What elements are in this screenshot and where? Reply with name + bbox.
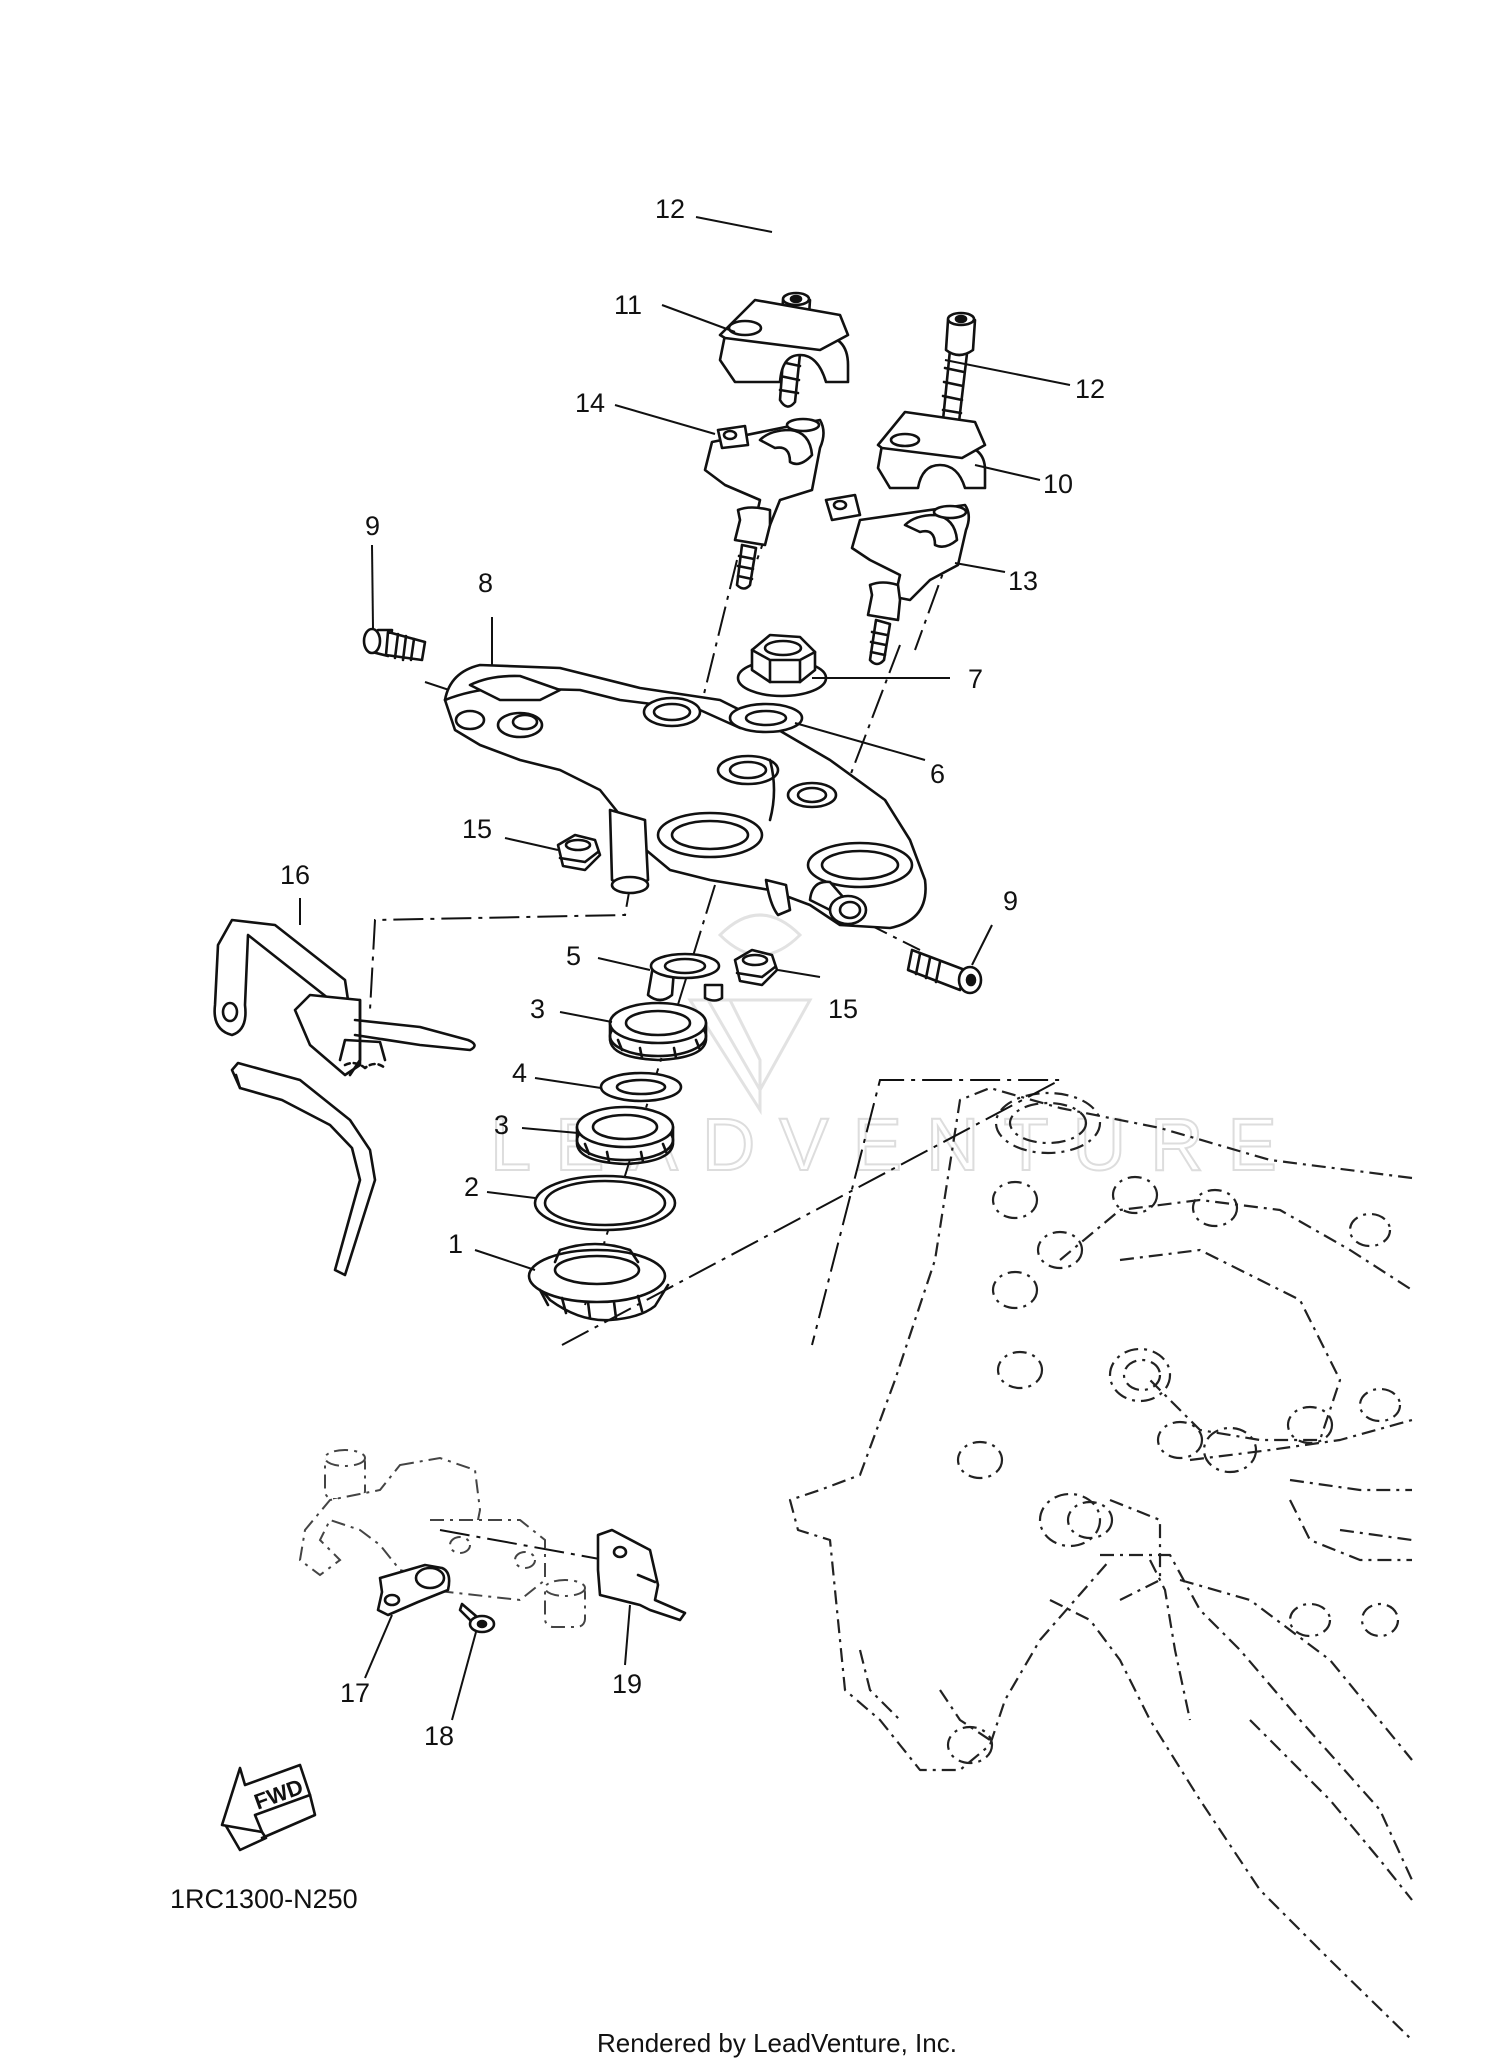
screw-18 (458, 1602, 496, 1634)
callout-bolt-9-right: 9 (1003, 886, 1018, 916)
callout-bolt-12-left: 12 (655, 194, 685, 224)
rendered-by: Rendered by LeadVenture, Inc. (597, 2028, 957, 2058)
diagram-code: 1RC1300-N250 (170, 1884, 358, 1914)
nut-7 (736, 633, 828, 698)
upper-holder-10 (876, 410, 987, 490)
lower-holder-13 (824, 493, 971, 666)
watermark-logo (687, 913, 813, 1116)
lower-holder-14 (703, 417, 825, 590)
callout-bearing-1: 1 (448, 1229, 463, 1259)
nut-15-right (733, 948, 779, 987)
callout-upper-holder-11: 11 (614, 290, 642, 320)
leader-lines (299, 216, 1071, 1721)
bolt-9-left (362, 627, 427, 662)
nut-15-left (556, 833, 602, 872)
bolt-9-right (906, 948, 983, 995)
bearing-1 (527, 1242, 670, 1322)
washer-4 (599, 1071, 683, 1103)
callout-stay-16: 16 (280, 860, 310, 890)
bracket-19 (596, 1528, 687, 1622)
callout-washer-6: 6 (930, 759, 945, 789)
callout-seal-2: 2 (464, 1172, 479, 1202)
callout-nut-7: 7 (968, 664, 983, 694)
centerline-right-holder (817, 644, 901, 861)
plate-17 (376, 1563, 451, 1617)
frame-fitting-lower (298, 1449, 586, 1628)
spacer-5 (646, 952, 724, 1002)
seal-2 (533, 1174, 677, 1232)
centerline-left-holder (685, 559, 738, 768)
guide-stay-16 (369, 829, 641, 1011)
callout-ring-nut-3-lower: 3 (494, 1110, 509, 1140)
callout-upper-holder-10: 10 (1043, 469, 1073, 499)
guide-frame-head (561, 1079, 1061, 1346)
stay-16 (213, 918, 476, 1277)
bolt-12-right (941, 311, 977, 428)
callout-lower-holder-13: 13 (1008, 566, 1038, 596)
callout-bracket-19: 19 (612, 1669, 642, 1699)
callout-bolt-9-left: 9 (365, 511, 380, 541)
washer-6 (728, 702, 804, 734)
callout-nut-15-right: 15 (828, 994, 858, 1024)
callout-nut-15-left: 15 (462, 814, 492, 844)
callout-lower-holder-14: 14 (575, 388, 605, 418)
frame-outline (788, 1086, 1414, 2041)
ring-nut-3-lower (575, 1105, 675, 1166)
callout-bolt-12-right: 12 (1075, 374, 1105, 404)
ring-nut-3-upper (608, 1001, 708, 1062)
upper-holder-11 (718, 298, 850, 384)
callout-spacer-5: 5 (566, 941, 581, 971)
guide-17-19 (439, 1529, 606, 1561)
callout-upper-bracket-8: 8 (478, 568, 493, 598)
callout-screw-18: 18 (424, 1721, 454, 1751)
callout-ring-nut-3-upper: 3 (530, 994, 545, 1024)
upper-bracket-8 (443, 663, 927, 930)
fwd-arrow-icon: FWD (220, 1763, 317, 1852)
callout-plate-17: 17 (340, 1678, 370, 1708)
callout-washer-4: 4 (512, 1058, 527, 1088)
